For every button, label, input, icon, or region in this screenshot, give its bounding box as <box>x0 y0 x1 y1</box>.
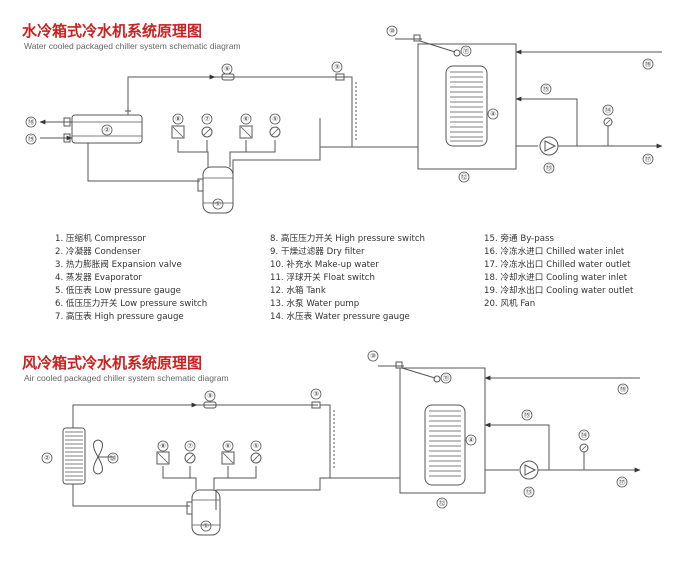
svg-text:⑪: ⑪ <box>463 47 470 55</box>
evaporator-coil <box>445 65 488 147</box>
bypass-line <box>484 422 550 470</box>
expansion-valve <box>335 73 345 81</box>
fan-icon <box>93 439 112 475</box>
legend-item: 11. 浮球开关 Float switch <box>270 273 375 283</box>
water-cooled-diagram: ① ② ③ ④ ⑤ ⑥ ⑦ ⑧ ⑨ ⑩ ⑪ ⑫ ⑬ ⑭ ⑮ ⑯ ⑰ ⑱ ⑲ <box>25 25 663 214</box>
svg-text:①: ① <box>203 522 209 530</box>
water-cooled-title: 水冷箱式冷水机系统原理图 <box>22 22 203 40</box>
water-pressure-gauge <box>603 117 613 127</box>
svg-text:③: ③ <box>334 63 340 71</box>
low-pressure-switch <box>221 451 235 465</box>
low-pressure-gauge <box>269 126 281 138</box>
legend-item: 15. 旁通 By-pass <box>484 234 554 244</box>
legend-column-1: 1. 压缩机 Compressor 2. 冷凝器 Condenser 3. 热力… <box>55 233 207 324</box>
svg-text:⑭: ⑭ <box>605 106 612 114</box>
tank <box>399 367 486 494</box>
svg-text:⑰: ⑰ <box>645 155 652 163</box>
evaporator-coil <box>424 404 466 486</box>
svg-text:⑱: ⑱ <box>28 118 35 126</box>
legend-item: 13. 水泵 Water pump <box>270 299 360 309</box>
legend-item: 18. 冷却水进口 Cooling water inlet <box>484 273 628 283</box>
tank <box>417 43 517 170</box>
svg-text:⑦: ⑦ <box>204 115 210 123</box>
legend-item: 4. 蒸发器 Evaporator <box>55 273 142 283</box>
svg-text:⑥: ⑥ <box>243 115 249 123</box>
svg-text:⑫: ⑫ <box>461 173 468 181</box>
float-switch-arm <box>401 367 436 379</box>
high-pressure-switch <box>171 125 185 139</box>
legend-item: 8. 高压压力开关 High pressure switch <box>270 234 425 244</box>
water-cooled-markers: ① ② ③ ④ ⑤ ⑥ ⑦ ⑧ ⑨ ⑩ ⑪ ⑫ ⑬ ⑭ ⑮ ⑯ ⑰ ⑱ ⑲ <box>25 25 654 210</box>
svg-text:⑨: ⑨ <box>224 65 230 73</box>
svg-text:⑭: ⑭ <box>581 431 588 439</box>
legend-item: 3. 热力膨胀阀 Expansion valve <box>55 260 182 270</box>
legend-item: 7. 高压表 High pressure gauge <box>55 312 184 322</box>
legend-item: 12. 水箱 Tank <box>270 286 326 296</box>
svg-text:④: ④ <box>468 436 474 444</box>
condenser <box>71 114 143 144</box>
svg-text:⑧: ⑧ <box>160 442 166 450</box>
svg-text:⑬: ⑬ <box>546 164 553 172</box>
legend-item: 19. 冷却水出口 Cooling water outlet <box>484 286 634 296</box>
svg-text:⑧: ⑧ <box>175 115 181 123</box>
compressor <box>186 489 221 536</box>
svg-text:⑬: ⑬ <box>526 488 533 496</box>
legend-item: 5. 低压表 Low pressure gauge <box>55 286 181 296</box>
svg-text:⑦: ⑦ <box>187 442 193 450</box>
air-condenser <box>62 427 86 485</box>
svg-text:②: ② <box>104 126 110 134</box>
air-cooled-title: 风冷箱式冷水机系统原理图 <box>22 354 203 372</box>
legend-item: 14. 水压表 Water pressure gauge <box>270 312 410 322</box>
air-cooled-diagram: ① ② ③ ④ ⑤ ⑥ ⑦ ⑧ ⑨ ⑩ ⑪ ⑫ ⑬ ⑭ ⑮ ⑯ ⑰ ⑳ <box>41 350 641 536</box>
svg-text:③: ③ <box>313 390 319 398</box>
svg-text:⑥: ⑥ <box>225 442 231 450</box>
svg-text:⑳: ⑳ <box>110 454 117 462</box>
legend-column-2: 8. 高压压力开关 High pressure switch 9. 干燥过滤器 … <box>270 233 425 324</box>
svg-text:⑤: ⑤ <box>272 115 278 123</box>
svg-text:⑰: ⑰ <box>619 478 626 486</box>
svg-text:⑮: ⑮ <box>543 85 550 93</box>
high-pressure-gauge <box>201 126 213 138</box>
svg-text:⑪: ⑪ <box>443 374 450 382</box>
bypass-line <box>515 96 578 146</box>
svg-text:⑲: ⑲ <box>28 135 35 143</box>
svg-text:①: ① <box>215 200 221 208</box>
legend-item: 17. 冷冻水出口 Chilled water outlet <box>484 260 631 270</box>
low-pressure-switch <box>239 125 253 139</box>
high-pressure-switch <box>156 451 170 465</box>
dry-filter <box>203 401 217 409</box>
high-pressure-gauge <box>184 452 196 464</box>
svg-text:⑯: ⑯ <box>645 60 652 68</box>
legend-item: 10. 补充水 Make-up water <box>270 260 379 270</box>
water-cooled-subtitle: Water cooled packaged chiller system sch… <box>24 41 241 51</box>
legend-column-3: 15. 旁通 By-pass 16. 冷冻水进口 Chilled water i… <box>484 233 633 311</box>
water-pressure-gauge <box>579 443 589 453</box>
svg-text:⑤: ⑤ <box>253 442 259 450</box>
svg-text:⑩: ⑩ <box>389 27 395 35</box>
svg-text:⑯: ⑯ <box>620 385 627 393</box>
legend-item: 9. 干燥过滤器 Dry filter <box>270 247 365 257</box>
legend-item: 16. 冷冻水进口 Chilled water inlet <box>484 247 625 257</box>
svg-text:⑨: ⑨ <box>207 392 213 400</box>
air-cooled-markers: ① ② ③ ④ ⑤ ⑥ ⑦ ⑧ ⑨ ⑩ ⑪ ⑫ ⑬ ⑭ ⑮ ⑯ ⑰ ⑳ <box>41 350 629 532</box>
legend-item: 1. 压缩机 Compressor <box>55 234 146 244</box>
svg-text:⑫: ⑫ <box>439 499 446 507</box>
legend-item: 2. 冷凝器 Condenser <box>55 247 141 257</box>
float-switch-arm <box>419 40 456 53</box>
svg-text:⑩: ⑩ <box>370 352 376 360</box>
air-cooled-subtitle: Air cooled packaged chiller system schem… <box>24 373 229 383</box>
svg-text:⑮: ⑮ <box>524 411 531 419</box>
svg-text:②: ② <box>44 454 50 462</box>
low-pressure-gauge <box>250 452 262 464</box>
legend-item: 6. 低压压力开关 Low pressure switch <box>55 299 208 309</box>
legend-item: 20. 风机 Fan <box>484 299 536 309</box>
svg-text:④: ④ <box>490 110 496 118</box>
